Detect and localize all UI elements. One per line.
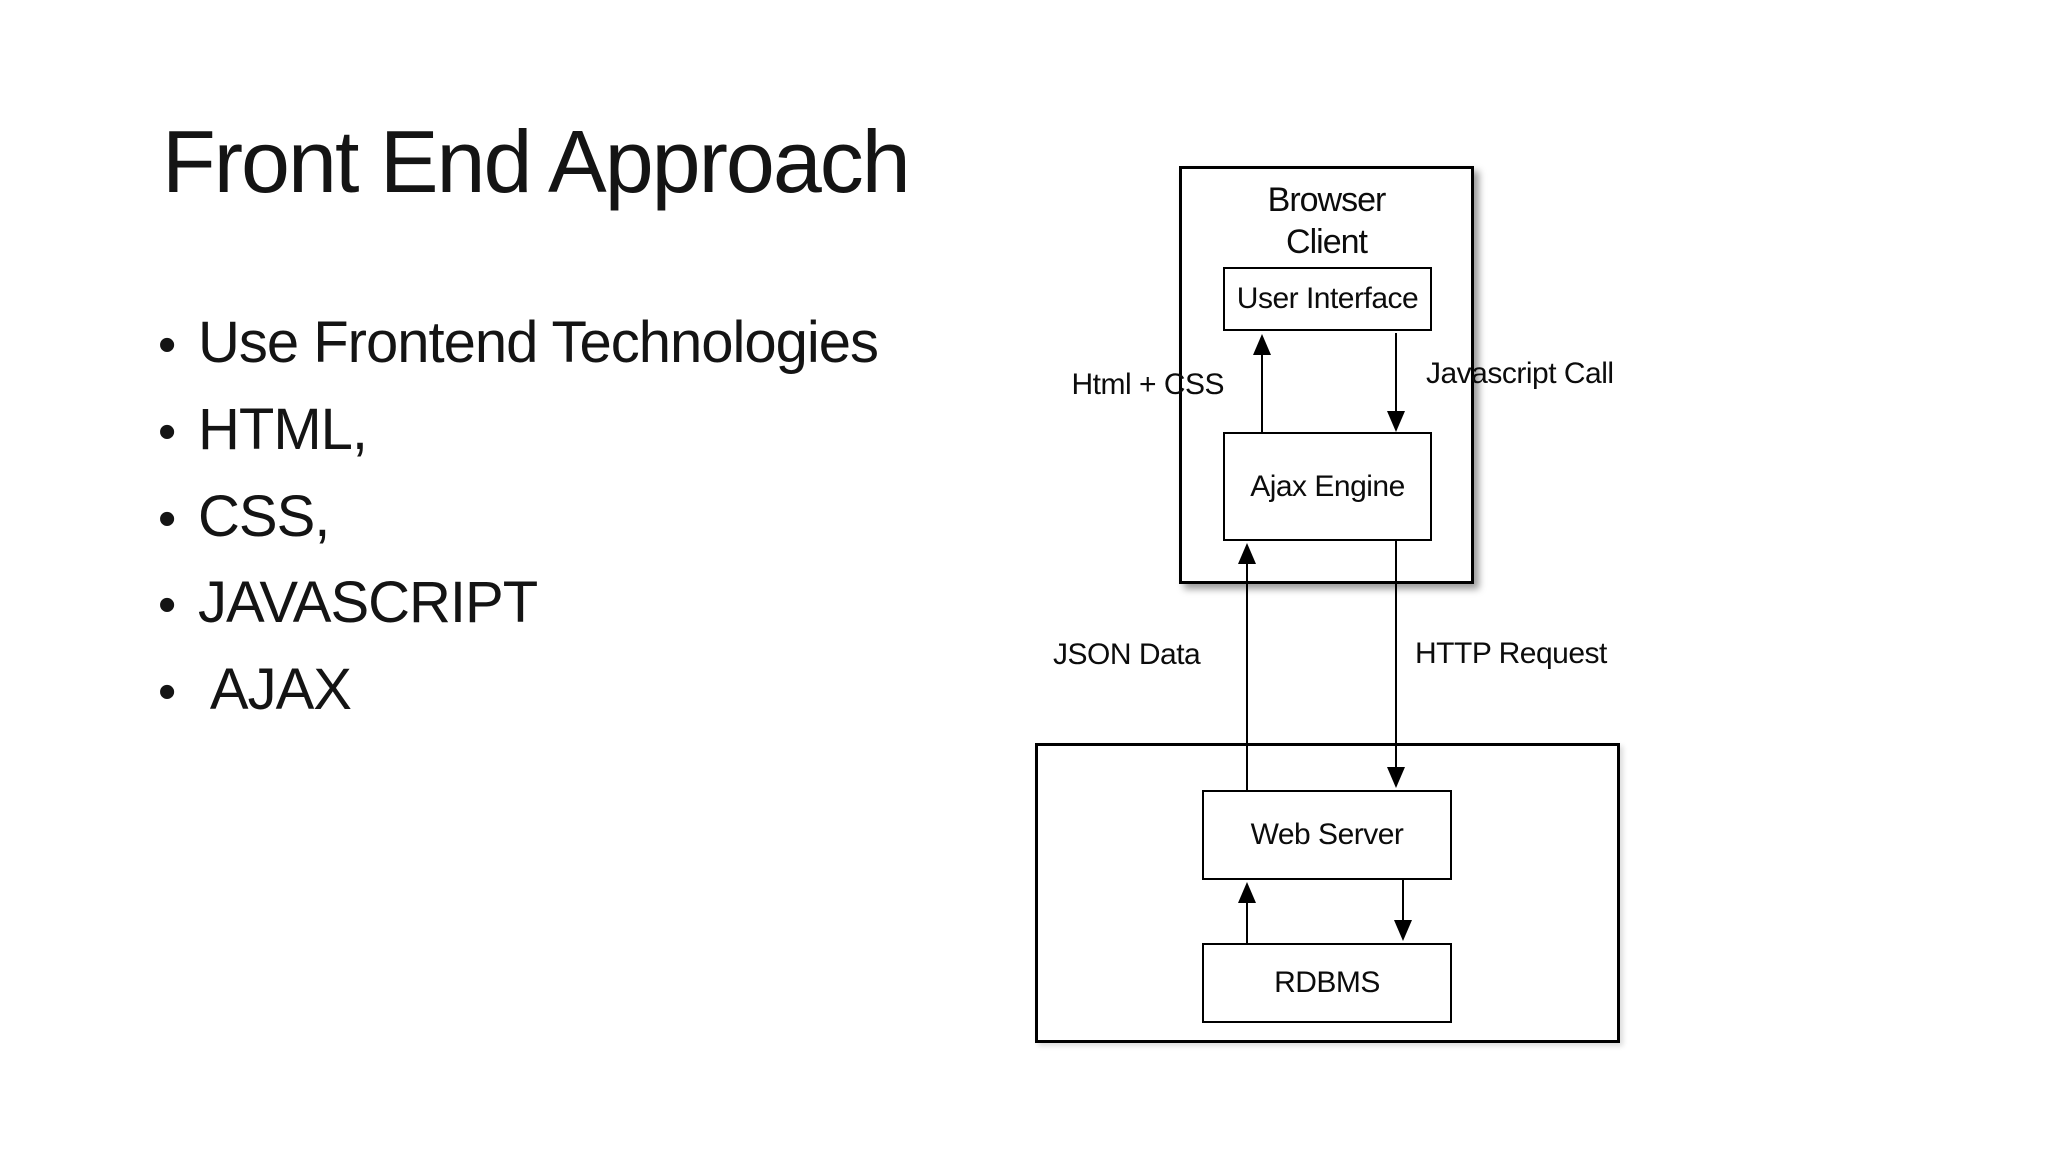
bullet-text: JAVASCRIPT [198, 570, 538, 636]
bullet-marker: • [158, 576, 176, 635]
arrow-line [1395, 541, 1397, 769]
edge-label-html-css: Html + CSS [1071, 368, 1224, 401]
arrow-up-head [1253, 334, 1271, 355]
server-group-box [1035, 743, 1620, 1043]
list-item: • Use Frontend Technologies [158, 300, 879, 387]
arrow-down-head [1394, 920, 1412, 941]
list-item: • JAVASCRIPT [158, 560, 878, 647]
bullet-text: HTML, [198, 396, 368, 462]
arrow-line [1261, 352, 1263, 432]
arrow-line [1402, 880, 1404, 922]
arrow-up-head [1238, 543, 1256, 564]
browser-client-group-title: Browser Client [1182, 179, 1471, 263]
user-interface-node: User Interface [1223, 267, 1432, 331]
bullet-marker: • [158, 663, 176, 722]
bullet-text: AJAX [198, 657, 352, 723]
web-server-node: Web Server [1202, 790, 1452, 880]
edge-label-http-request: HTTP Request [1415, 637, 1607, 670]
browser-client-group-box: Browser Client [1179, 166, 1474, 584]
bullet-marker: • [158, 316, 176, 374]
edge-label-json-data: JSON Data [1053, 638, 1201, 671]
list-item: • AJAX [158, 647, 878, 734]
arrow-up-head [1238, 882, 1256, 903]
group-title-line2: Client [1286, 223, 1368, 261]
arrow-line [1246, 900, 1248, 943]
bullet-text: CSS, [198, 483, 330, 549]
ajax-engine-node: Ajax Engine [1223, 432, 1432, 541]
bullet-marker: • [158, 402, 176, 461]
bullet-list: •Use Frontend Technologies •HTML, •CSS, … [158, 300, 879, 734]
page-title: Front End Approach [162, 112, 911, 211]
arrow-line [1246, 561, 1248, 790]
list-item: • HTML, [158, 387, 878, 474]
arrow-down-head [1387, 767, 1405, 788]
arrow-line [1395, 333, 1397, 413]
rdbms-node: RDBMS [1202, 943, 1452, 1023]
list-item: • CSS, [158, 474, 878, 561]
bullet-marker: • [158, 489, 176, 548]
edge-label-javascript-call: Javascript Call [1426, 357, 1614, 390]
bullet-text: Use Frontend Technologies [198, 310, 879, 375]
group-title-line1: Browser [1267, 181, 1387, 219]
arrow-down-head [1387, 411, 1405, 432]
